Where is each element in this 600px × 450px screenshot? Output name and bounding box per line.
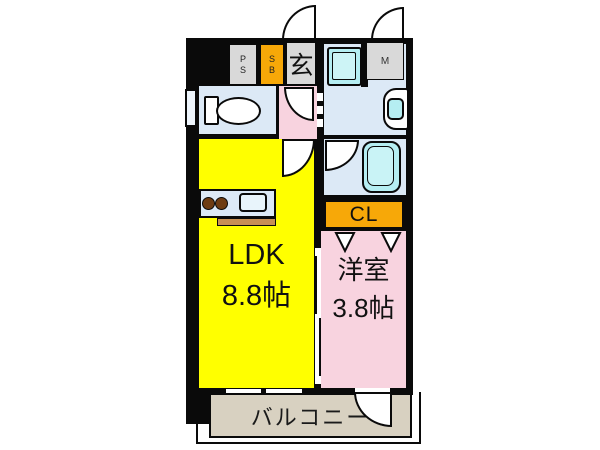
washbasin-bowl-icon bbox=[387, 98, 404, 120]
sliding-door-panel bbox=[315, 256, 317, 314]
shoe-box: S B bbox=[260, 44, 284, 85]
closet-label: CL bbox=[349, 202, 379, 226]
pipe-space-box: P S bbox=[229, 44, 257, 85]
hall-washroom-door-dash bbox=[317, 93, 323, 101]
pipe-space-label: P S bbox=[239, 53, 246, 75]
stove-burner-icon bbox=[215, 197, 228, 210]
sliding-door-icon bbox=[315, 248, 321, 384]
toilet-window bbox=[185, 89, 197, 127]
kitchen-counter-edge bbox=[217, 218, 276, 226]
hall-washroom-door-dash bbox=[317, 106, 323, 114]
closet-folding-door-icon bbox=[334, 232, 402, 253]
stove-burner-icon bbox=[202, 197, 215, 210]
entrance-door-swing-icon bbox=[282, 5, 316, 40]
ldk-room bbox=[199, 139, 314, 388]
shoe-box-label: S B bbox=[268, 53, 275, 75]
hall-washroom-door-dash bbox=[317, 119, 323, 127]
toilet-bowl-icon bbox=[216, 97, 261, 125]
genkan-label: 玄 bbox=[288, 51, 314, 80]
meter-door-swing-icon bbox=[371, 7, 404, 40]
balcony-door-opening bbox=[355, 388, 390, 394]
kitchen-sink-icon bbox=[239, 193, 267, 212]
balcony-side-wall bbox=[186, 388, 210, 424]
bathtub-basin-icon bbox=[367, 146, 394, 186]
bathtub-icon bbox=[362, 141, 401, 193]
closet-box: CL bbox=[324, 200, 404, 229]
western-room-label: 洋室 3.8帖 bbox=[332, 255, 395, 323]
entrance-genkan-box: 玄 bbox=[285, 41, 317, 86]
wall-stub bbox=[361, 44, 368, 87]
ldk-label: LDK 8.8帖 bbox=[221, 239, 292, 312]
washing-machine-icon bbox=[327, 47, 362, 86]
washing-machine-drum-icon bbox=[332, 52, 356, 80]
balcony-label: バルコニー bbox=[250, 404, 371, 430]
sliding-door-panel bbox=[318, 318, 321, 376]
meter-box: M bbox=[366, 42, 404, 80]
meter-label: M bbox=[380, 55, 390, 67]
western-room bbox=[321, 231, 406, 388]
